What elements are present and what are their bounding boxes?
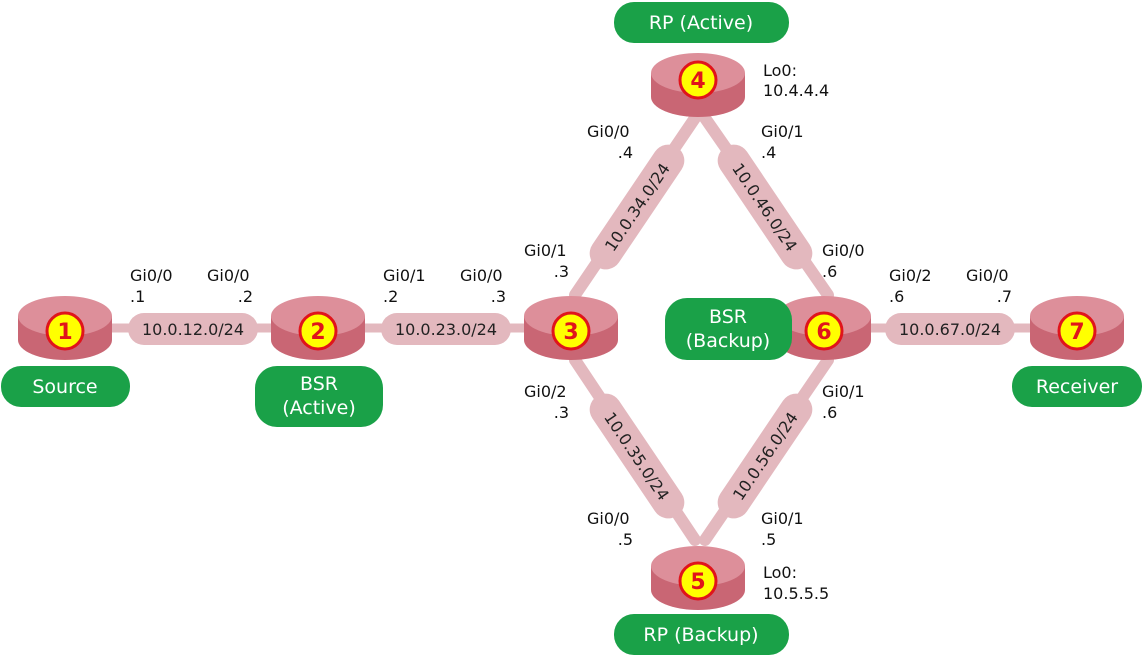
role-badge-bsr-active: BSR (Active) (255, 366, 383, 427)
link-r2-r3: 10.0.23.0/24 (362, 313, 528, 345)
router-number-badge (551, 311, 591, 351)
router-7[interactable]: 7 (1030, 296, 1124, 360)
subnet-label: 10.0.67.0/24 (899, 320, 1001, 339)
router-5[interactable]: 5 (651, 546, 745, 610)
subnet-pill (885, 313, 1015, 345)
role-badge-receiver: Receiver (1012, 366, 1142, 407)
subnet-pill-group: 10.0.56.0/24 (717, 393, 813, 519)
subnet-pill (717, 393, 813, 519)
r4-gi01-ip: .4 (761, 143, 776, 162)
router-number: 6 (816, 320, 831, 345)
role-badge-bg (614, 614, 789, 655)
r3-gi01-ip: .3 (554, 262, 569, 281)
subnet-pill (381, 313, 511, 345)
role-badge-bg (665, 298, 792, 360)
router-number: 1 (57, 320, 72, 345)
router-number: 5 (690, 570, 705, 595)
r5-gi01-ip: .5 (761, 530, 776, 549)
subnet-label: 10.0.12.0/24 (142, 320, 244, 339)
router-number: 7 (1069, 320, 1084, 345)
role-badge-bg (1012, 366, 1142, 407)
routers-layer: 1 2 3 4 5 6 (18, 53, 1124, 610)
r4-gi00-ip: .4 (618, 143, 633, 162)
router-number-badge (678, 561, 718, 601)
r1-gi00-ip: .1 (130, 287, 145, 306)
r6-gi00-ip: .6 (822, 262, 837, 281)
r4-lo0-ip: 10.4.4.4 (763, 81, 829, 100)
role-badge-bsr-backup: BSR (Backup) (665, 298, 792, 360)
link-r3-r4: 10.0.34.0/24 (569, 112, 701, 301)
r3-gi01-name: Gi0/1 (524, 241, 567, 260)
router-2[interactable]: 2 (271, 296, 365, 360)
router-1[interactable]: 1 (18, 296, 112, 360)
subnet-pill (589, 144, 685, 270)
role-badge-source: Source (1, 366, 130, 407)
r6-gi01-name: Gi0/1 (822, 382, 865, 401)
role-label: RP (Backup) (643, 624, 758, 646)
r2-gi00-name: Gi0/0 (207, 266, 250, 285)
router-number-badge (45, 311, 85, 351)
role-label-line2: (Backup) (686, 330, 770, 352)
subnet-label: 10.0.34.0/24 (601, 160, 674, 255)
r2-gi00-ip: .2 (238, 287, 253, 306)
router-number-badge (298, 311, 338, 351)
r5-gi00-name: Gi0/0 (587, 509, 630, 528)
subnet-pill-group: 10.0.35.0/24 (589, 393, 685, 519)
router-number: 2 (310, 320, 325, 345)
subnet-pill-group: 10.0.34.0/24 (589, 144, 685, 270)
link-r1-r2: 10.0.12.0/24 (110, 313, 272, 345)
router-number-badge (678, 60, 718, 100)
r3-gi02-ip: .3 (554, 403, 569, 422)
subnet-label: 10.0.35.0/24 (600, 409, 673, 504)
r6-gi00-name: Gi0/0 (822, 241, 865, 260)
r1-gi00-name: Gi0/0 (130, 266, 173, 285)
r2-gi01-ip: .2 (383, 287, 398, 306)
r4-gi00-name: Gi0/0 (587, 122, 630, 141)
r3-gi00-ip: .3 (491, 287, 506, 306)
router-number-badge (804, 311, 844, 351)
role-badge-bg (255, 366, 383, 427)
role-badge-rp-backup: RP (Backup) (614, 614, 789, 655)
r5-lo0-name: Lo0: (763, 563, 797, 582)
r5-lo0-ip: 10.5.5.5 (763, 584, 829, 603)
role-label-line1: BSR (709, 306, 747, 328)
router-6[interactable]: 6 (777, 296, 871, 360)
link-r6-r7: 10.0.67.0/24 (870, 313, 1032, 345)
subnet-label: 10.0.23.0/24 (395, 320, 497, 339)
subnet-label: 10.0.56.0/24 (729, 409, 802, 504)
r7-gi00-ip: .7 (997, 287, 1012, 306)
subnet-pill (128, 313, 258, 345)
role-label-line2: (Active) (282, 397, 356, 419)
r4-lo0-name: Lo0: (763, 61, 797, 80)
r4-gi01-name: Gi0/1 (761, 122, 804, 141)
router-3[interactable]: 3 (524, 296, 618, 360)
subnet-pill (717, 144, 813, 270)
r6-gi02-name: Gi0/2 (889, 266, 932, 285)
role-label: RP (Active) (649, 12, 753, 34)
r6-gi02-ip: .6 (889, 287, 904, 306)
r7-gi00-name: Gi0/0 (966, 266, 1009, 285)
r3-gi00-name: Gi0/0 (460, 266, 503, 285)
router-number-badge (1057, 311, 1097, 351)
role-label: Receiver (1036, 376, 1118, 398)
r5-gi00-ip: .5 (618, 530, 633, 549)
r5-gi01-name: Gi0/1 (761, 509, 804, 528)
interface-labels-layer: Gi0/0 .1 Gi0/0 .2 Gi0/1 .2 Gi0/0 .3 Gi0/… (130, 61, 1012, 603)
r6-gi01-ip: .6 (822, 403, 837, 422)
role-badge-bg (1, 366, 130, 407)
role-badge-rp-active: RP (Active) (614, 2, 789, 43)
subnet-pill (589, 393, 685, 519)
router-number: 4 (690, 69, 705, 94)
subnet-label: 10.0.46.0/24 (728, 160, 801, 255)
router-4[interactable]: 4 (651, 53, 745, 117)
role-badge-bg (614, 2, 789, 43)
r2-gi01-name: Gi0/1 (383, 266, 426, 285)
role-label-line1: BSR (300, 373, 338, 395)
router-number: 3 (563, 320, 578, 345)
role-label: Source (32, 376, 97, 398)
r3-gi02-name: Gi0/2 (524, 382, 567, 401)
